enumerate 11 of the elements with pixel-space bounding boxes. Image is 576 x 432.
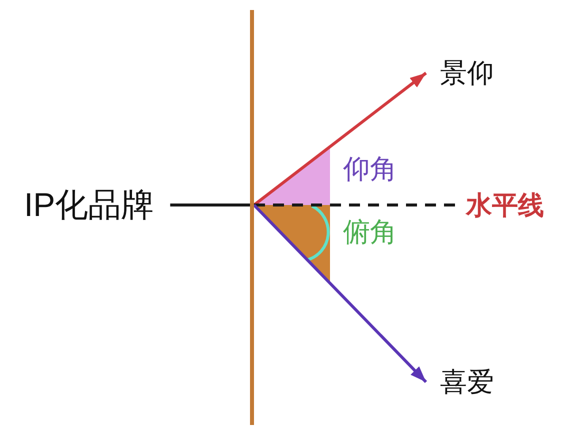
dashed-line xyxy=(254,204,456,206)
arrow xyxy=(252,204,428,384)
vertical-bar xyxy=(250,10,254,425)
direction-label: 喜爱 xyxy=(440,366,494,399)
leader-line xyxy=(170,204,250,206)
horizontal-line-label: 水平线 xyxy=(466,189,544,221)
brand-label: IP化品牌 xyxy=(24,185,154,225)
angle-label: 仰角 xyxy=(343,153,397,186)
angle-label: 俯角 xyxy=(343,216,397,249)
arrow xyxy=(253,72,427,206)
direction-label: 景仰 xyxy=(440,57,494,90)
